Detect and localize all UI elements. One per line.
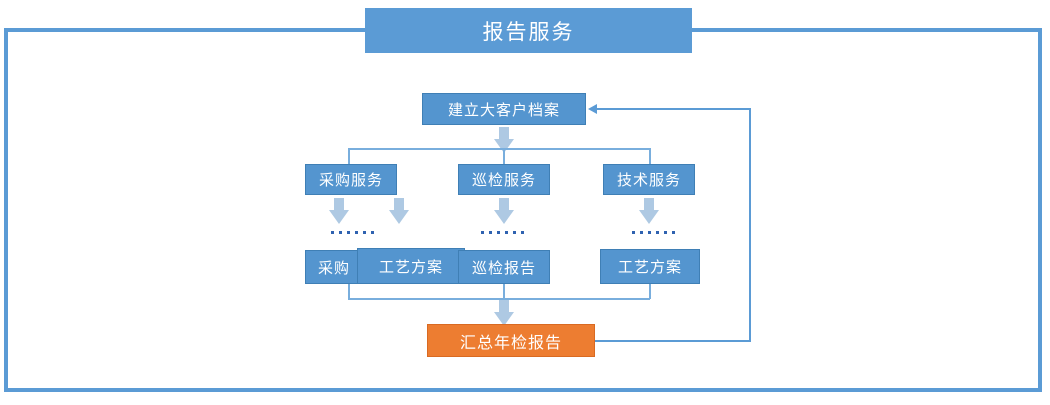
- feedback-line-bottom: [595, 340, 751, 342]
- feedback-line-top: [597, 108, 751, 110]
- node-label: 工艺方案: [378, 258, 443, 276]
- node-procurement-service[interactable]: 采购服务: [305, 164, 397, 195]
- node-label: 汇总年检报告: [459, 334, 562, 352]
- bus-collect-horizontal: [348, 298, 650, 300]
- node-label: 巡检服务: [471, 172, 536, 189]
- bus-rise-procurement: [348, 284, 350, 299]
- feedback-line-right: [749, 108, 751, 342]
- bus-rise-inspection: [503, 284, 505, 299]
- node-label: 技术服务: [616, 172, 681, 189]
- bus-rise-technical: [649, 284, 651, 299]
- bus-drop-technical: [649, 148, 651, 165]
- arrow-technical-down: [639, 198, 659, 224]
- node-process-plan-technical[interactable]: 工艺方案: [600, 249, 700, 284]
- node-establish-key-account[interactable]: 建立大客户档案: [422, 93, 586, 125]
- node-label: 建立大客户档案: [447, 101, 560, 119]
- node-inspection-report[interactable]: 巡检报告: [458, 250, 550, 284]
- arrow-inspection-down: [494, 198, 514, 224]
- bus-services-horizontal: [348, 148, 650, 150]
- node-label: 巡检报告: [471, 259, 536, 277]
- node-label: 采购服务: [318, 172, 383, 189]
- node-label: 工艺方案: [617, 259, 682, 276]
- feedback-arrowhead-icon: [588, 104, 597, 114]
- ellipsis-technical: [632, 231, 675, 234]
- bus-drop-inspection: [503, 148, 505, 165]
- arrow-procurement-down-1: [329, 198, 349, 224]
- node-process-plan-procurement[interactable]: 工艺方案: [357, 248, 465, 284]
- node-inspection-service[interactable]: 巡检服务: [458, 164, 550, 195]
- node-label: 采购: [317, 259, 350, 277]
- diagram-title-banner: 报告服务: [365, 8, 692, 53]
- arrow-to-summary: [494, 300, 514, 326]
- ellipsis-procurement: [331, 231, 374, 234]
- ellipsis-inspection: [481, 231, 524, 234]
- arrow-procurement-down-2: [389, 198, 409, 224]
- node-summary-annual-report[interactable]: 汇总年检报告: [427, 324, 595, 357]
- bus-drop-procurement: [348, 148, 350, 165]
- node-technical-service[interactable]: 技术服务: [603, 164, 695, 195]
- diagram-title-text: 报告服务: [482, 20, 575, 44]
